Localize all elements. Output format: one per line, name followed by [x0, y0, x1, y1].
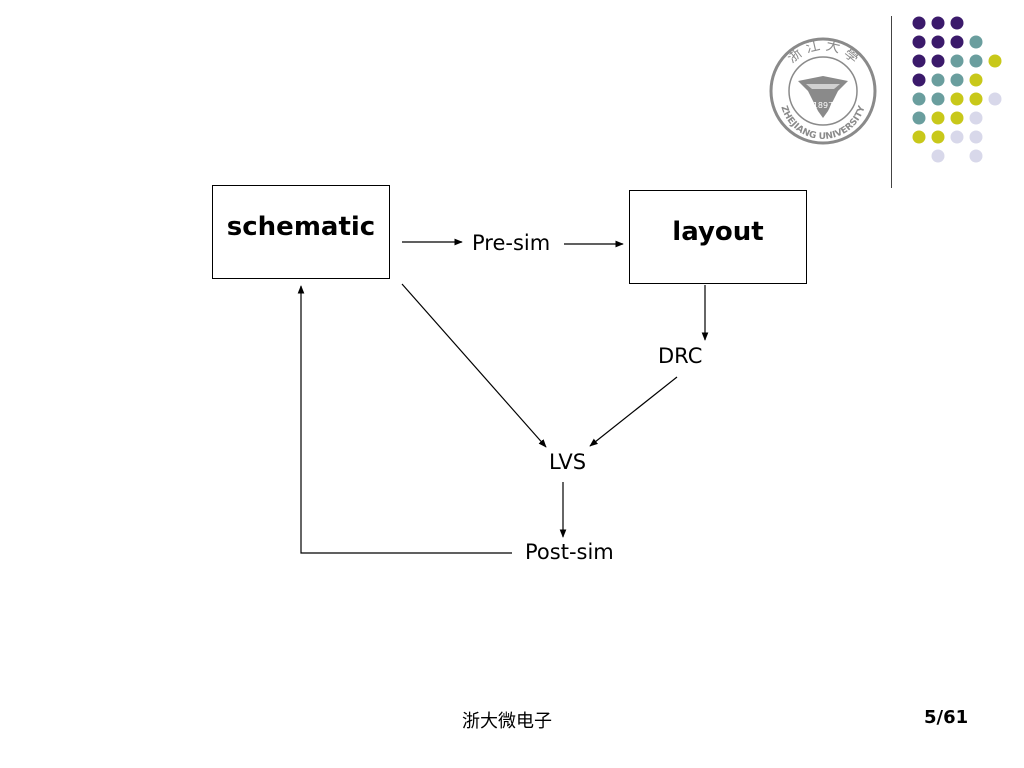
decorative-dot [931, 149, 945, 163]
decorative-dot [969, 35, 983, 49]
node-schematic-label: schematic [226, 212, 376, 242]
node-schematic: schematic [212, 185, 390, 279]
decorative-dot [931, 111, 945, 125]
decorative-dot [931, 35, 945, 49]
decorative-dot [988, 54, 1002, 68]
decorative-dot [912, 35, 926, 49]
edge-postsim-schematic [297, 285, 512, 554]
decorative-dot [969, 111, 983, 125]
decorative-dot [950, 73, 964, 87]
decorative-dot [912, 130, 926, 144]
node-pre-sim: Pre-sim [472, 231, 551, 255]
decorative-dot [931, 54, 945, 68]
decorative-dot [912, 92, 926, 106]
decorative-dot [931, 73, 945, 87]
decorative-dot [969, 54, 983, 68]
decorative-dot [931, 92, 945, 106]
decorative-dot [950, 92, 964, 106]
decorative-dot [969, 130, 983, 144]
decorative-dot [950, 54, 964, 68]
decorative-dot [950, 35, 964, 49]
decorative-dot [950, 16, 964, 30]
header-divider [891, 16, 892, 188]
footer-title: 浙大微电子 [462, 711, 552, 732]
seal-year: 1897 [813, 101, 833, 110]
decorative-dot [912, 73, 926, 87]
decorative-dot [912, 111, 926, 125]
zhejiang-university-seal-icon: 浙 江 大 學 ZHEJIANG UNIVERSITY 1897 [769, 37, 877, 145]
node-lvs: LVS [549, 450, 587, 474]
decorative-dot [969, 92, 983, 106]
decorative-dot [912, 54, 926, 68]
decorative-dot [988, 92, 1002, 106]
decorative-dot-grid [912, 16, 1002, 163]
node-drc: DRC [658, 344, 703, 368]
node-post-sim: Post-sim [525, 540, 614, 564]
decorative-dot [931, 16, 945, 30]
decorative-dot [931, 130, 945, 144]
node-layout: layout [629, 190, 807, 284]
decorative-dot [969, 73, 983, 87]
decorative-dot [950, 130, 964, 144]
edge-schematic-lvs [401, 283, 547, 448]
node-layout-label: layout [672, 217, 764, 247]
decorative-dot [950, 111, 964, 125]
page-number: 5/61 [924, 707, 969, 728]
edge-drc-lvs [589, 376, 678, 447]
decorative-dot [912, 16, 926, 30]
decorative-dot [969, 149, 983, 163]
